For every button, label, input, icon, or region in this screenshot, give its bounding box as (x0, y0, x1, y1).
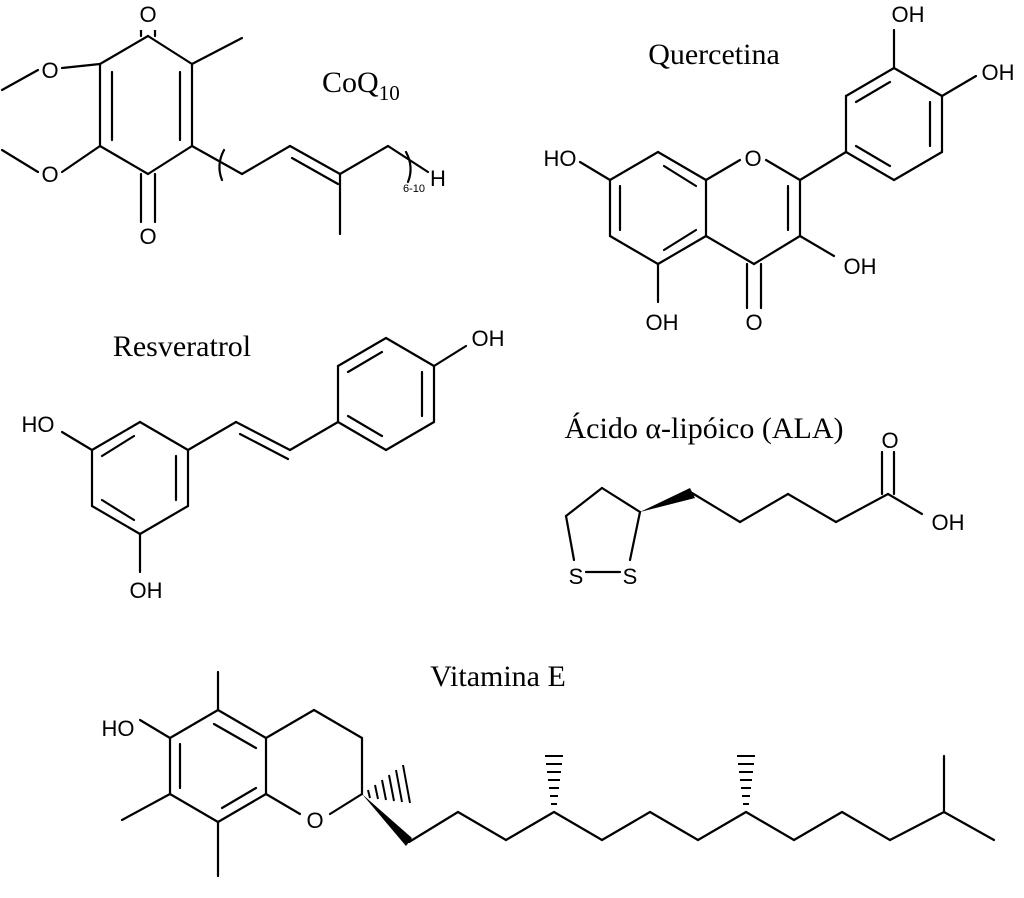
quercetina-atom-o-ring: O (744, 146, 761, 171)
quercetina-atom-oh-5: OH (646, 310, 679, 335)
coq10-structure (0, 26, 430, 236)
quercetina-title: Quercetina (648, 38, 780, 71)
quercetina-structure (578, 28, 978, 310)
ala-structure (564, 450, 924, 574)
ala-atom-oh-acid: OH (932, 510, 965, 535)
vitamina-e-structure (120, 670, 996, 878)
resveratrol-labels: Resveratrol HO OH OH (22, 326, 505, 603)
coq10-atom-h: H (430, 166, 446, 191)
ala-title: Ácido α-lipóico (ALA) (565, 412, 844, 445)
coq10-title: CoQ10 (322, 66, 400, 105)
ala-labels: Ácido α-lipóico (ALA) S S O OH (565, 412, 965, 589)
quercetina-atom-oh-3: OH (844, 254, 877, 279)
coq10-repeat-label: 6-10 (403, 183, 425, 195)
vitamina-e-labels: Vitamina E HO O (102, 660, 566, 833)
vitamina-e-title: Vitamina E (430, 660, 566, 693)
quercetina-atom-oh-right: OH (982, 60, 1015, 85)
coq10-labels: O O O O H 6-10 CoQ10 (41, 0, 446, 249)
vitamina-e-atom-o-ring: O (306, 808, 323, 833)
coq10-atom-o-methoxy-1: O (41, 58, 58, 83)
resveratrol-atom-ho-left: HO (22, 412, 55, 437)
ala-atom-s1: S (569, 564, 584, 589)
coq10-atom-o-bottom: O (139, 224, 156, 249)
coq10-atom-o-top: O (139, 2, 156, 27)
quercetina-atom-ho-left: HO (544, 146, 577, 171)
resveratrol-atom-oh-bottom: OH (130, 578, 163, 603)
ala-atom-s2: S (623, 564, 638, 589)
vitamina-e-atom-ho: HO (102, 716, 135, 741)
quercetina-labels: Quercetina HO O OH OH OH OH O (544, 2, 1015, 335)
resveratrol-title: Resveratrol (113, 330, 251, 363)
quercetina-atom-oh-top: OH (892, 2, 925, 27)
quercetina-atom-o-keto: O (745, 310, 762, 335)
resveratrol-atom-oh-top: OH (472, 326, 505, 351)
coq10-atom-o-methoxy-2: O (41, 162, 58, 187)
resveratrol-structure (60, 336, 468, 574)
ala-atom-o-acid: O (881, 428, 898, 453)
